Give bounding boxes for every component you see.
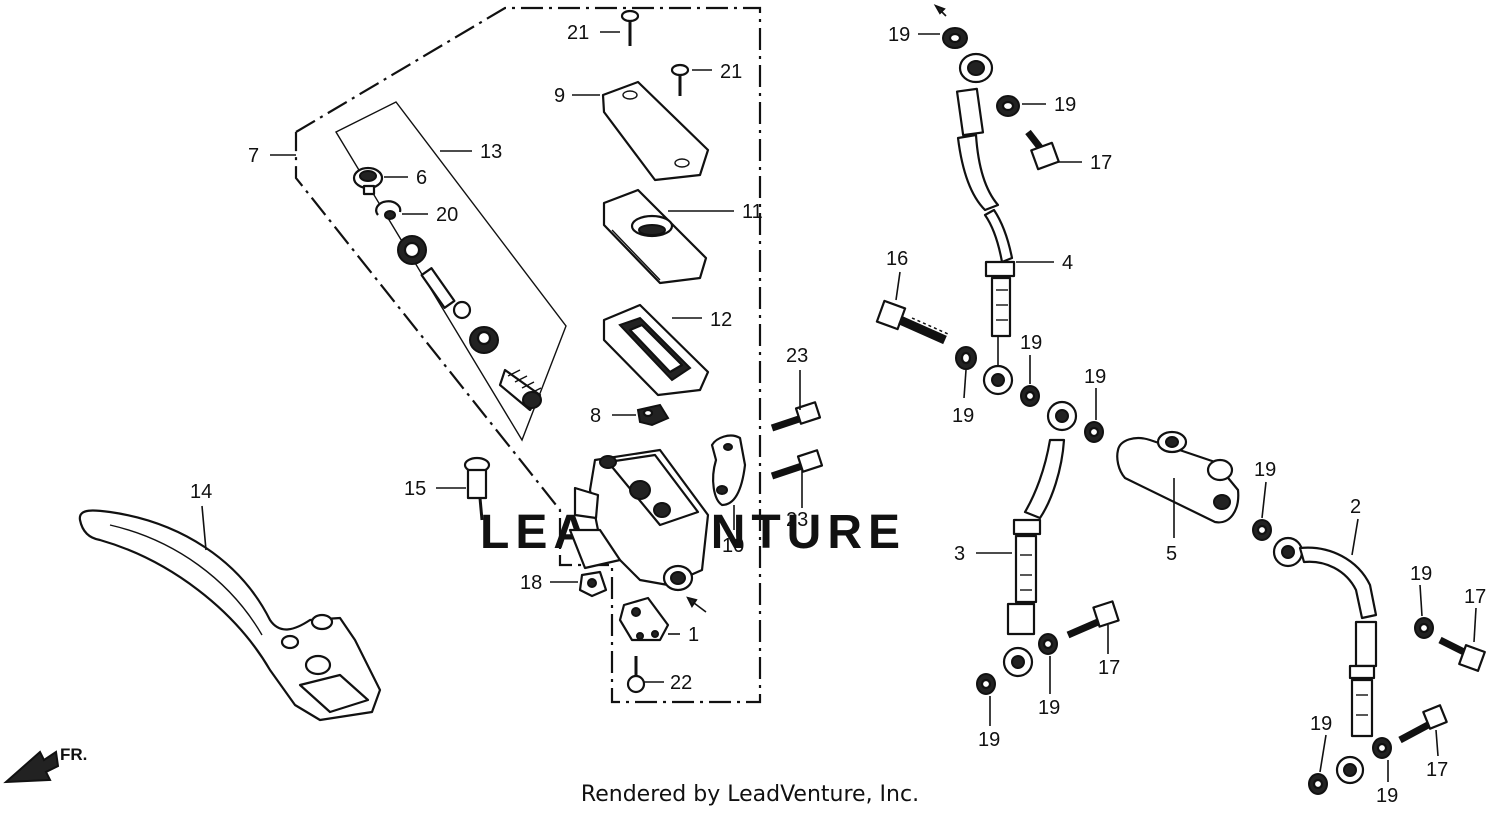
- callout-19-b: 19: [1054, 94, 1076, 116]
- callout-19-a: 19: [888, 24, 910, 46]
- callout-17-b: 17: [1098, 657, 1120, 679]
- callout-9: 9: [554, 85, 565, 107]
- brake-hose-2[interactable]: [1272, 536, 1378, 785]
- callout-1: 1: [688, 624, 699, 646]
- callout-20: 20: [436, 204, 458, 226]
- brake-lever-14[interactable]: [78, 509, 382, 722]
- diaphragm-plate[interactable]: [602, 188, 708, 285]
- callout-19-d: 19: [1020, 332, 1042, 354]
- callout-19-f: 19: [1254, 459, 1276, 481]
- callout-19-i: 19: [1410, 563, 1432, 585]
- callout-19-j: 19: [1310, 713, 1332, 735]
- callout-19-g: 19: [1038, 697, 1060, 719]
- nut-18[interactable]: [578, 570, 608, 598]
- stop-switch-1[interactable]: [618, 596, 670, 642]
- secondary-cup[interactable]: [469, 326, 499, 354]
- footer-credit: Rendered by LeadVenture, Inc.: [580, 782, 920, 807]
- bolt-17-a[interactable]: [1025, 129, 1060, 171]
- direction-label: FR.: [60, 745, 87, 764]
- callout-23-upper: 23: [786, 345, 808, 367]
- callout-12: 12: [710, 309, 732, 331]
- callout-17-d: 17: [1426, 759, 1448, 781]
- bolt-17-b[interactable]: [1066, 600, 1120, 639]
- callout-8: 8: [590, 405, 601, 427]
- brake-hose-4[interactable]: [955, 52, 1016, 396]
- bolt-16[interactable]: [875, 299, 949, 345]
- callout-5: 5: [1166, 543, 1177, 565]
- fitting-8[interactable]: [636, 403, 670, 427]
- callout-19-h: 19: [978, 729, 1000, 751]
- bolt-17-d[interactable]: [1398, 704, 1448, 744]
- callout-6: 6: [416, 167, 427, 189]
- callout-17-a: 17: [1090, 152, 1112, 174]
- front-direction-arrow: FR.: [3, 745, 87, 784]
- callout-19-c: 19: [952, 405, 974, 427]
- callout-17-c: 17: [1464, 586, 1486, 608]
- washer-19-set[interactable]: [942, 27, 1434, 795]
- callout-23-lower: 23: [786, 509, 808, 531]
- master-cylinder-group-outline: [294, 6, 762, 704]
- callout-2: 2: [1350, 496, 1361, 518]
- leader-lines: [201, 31, 1477, 782]
- bolt-23-upper[interactable]: [770, 401, 822, 432]
- three-way-joint-5[interactable]: [1116, 430, 1240, 524]
- piston-kit-outline: [335, 101, 567, 442]
- callout-10: 10: [722, 535, 744, 557]
- callout-21-top: 21: [567, 22, 589, 44]
- callout-15: 15: [404, 478, 426, 500]
- callout-13: 13: [480, 141, 502, 163]
- callout-18: 18: [520, 572, 542, 594]
- brake-hose-3[interactable]: [1002, 400, 1078, 678]
- callout-3: 3: [954, 543, 965, 565]
- callout-21-right: 21: [720, 61, 742, 83]
- callout-19-e: 19: [1084, 366, 1106, 388]
- callout-11: 11: [742, 201, 763, 223]
- callout-7: 7: [248, 145, 259, 167]
- screw-21-top[interactable]: [620, 9, 640, 46]
- screw-21-right[interactable]: [670, 63, 690, 96]
- callout-14: 14: [190, 481, 212, 503]
- bolt-17-c[interactable]: [1438, 636, 1486, 672]
- callout-22: 22: [670, 672, 692, 694]
- flow-arrows: [686, 4, 947, 613]
- bolt-23-lower[interactable]: [770, 449, 824, 480]
- return-spring[interactable]: [498, 368, 542, 412]
- boot-6[interactable]: [352, 166, 384, 196]
- callout-4: 4: [1062, 252, 1073, 274]
- master-cylinder-body[interactable]: [568, 448, 710, 592]
- callout-19-k: 19: [1376, 785, 1398, 807]
- holder-10[interactable]: [710, 434, 747, 507]
- callout-labels: 21 21 9 7 13 6 20 11 12 8 23 23 10 15 14…: [190, 22, 1486, 807]
- reservoir-cap[interactable]: [601, 80, 710, 182]
- callout-16: 16: [886, 248, 908, 270]
- circlip-20[interactable]: [375, 200, 402, 220]
- pivot-bolt-15[interactable]: [463, 456, 491, 521]
- diaphragm[interactable]: [602, 303, 710, 397]
- piston-assembly[interactable]: [397, 235, 472, 320]
- screw-22[interactable]: [626, 656, 646, 694]
